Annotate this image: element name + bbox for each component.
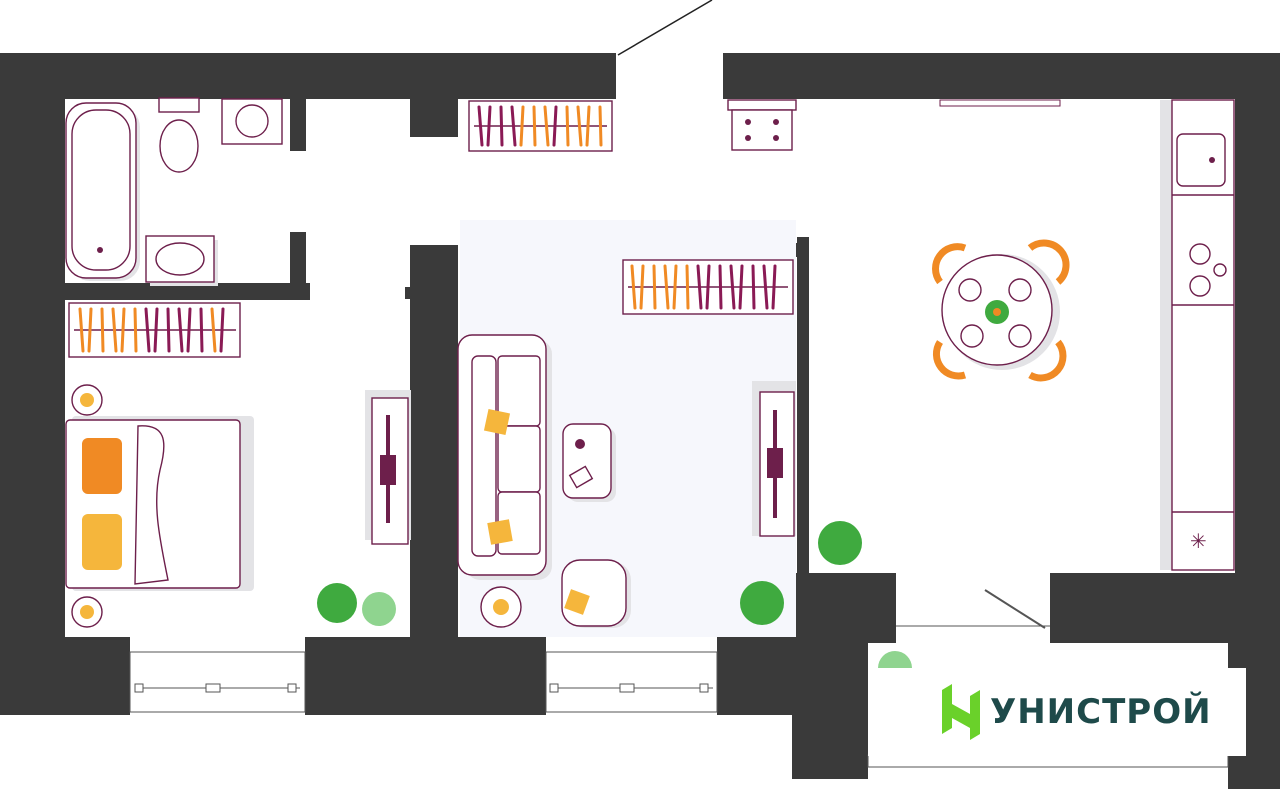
walls bbox=[0, 53, 1280, 789]
hall-wardrobe bbox=[468, 100, 613, 152]
windows bbox=[129, 589, 1229, 768]
bedroom bbox=[65, 302, 411, 628]
hall-cabinet bbox=[727, 99, 797, 151]
brand-name: УНИСТРОЙ bbox=[990, 692, 1212, 732]
living-room bbox=[457, 220, 796, 637]
kitchen: ✳ bbox=[818, 99, 1235, 571]
unistroy-logo-mark-icon bbox=[942, 684, 980, 740]
entrance-door bbox=[617, 0, 713, 56]
bathroom bbox=[65, 97, 283, 286]
brand-logo: УНИСТРОЙ bbox=[868, 668, 1246, 756]
svg-text:✳: ✳ bbox=[1190, 529, 1207, 553]
